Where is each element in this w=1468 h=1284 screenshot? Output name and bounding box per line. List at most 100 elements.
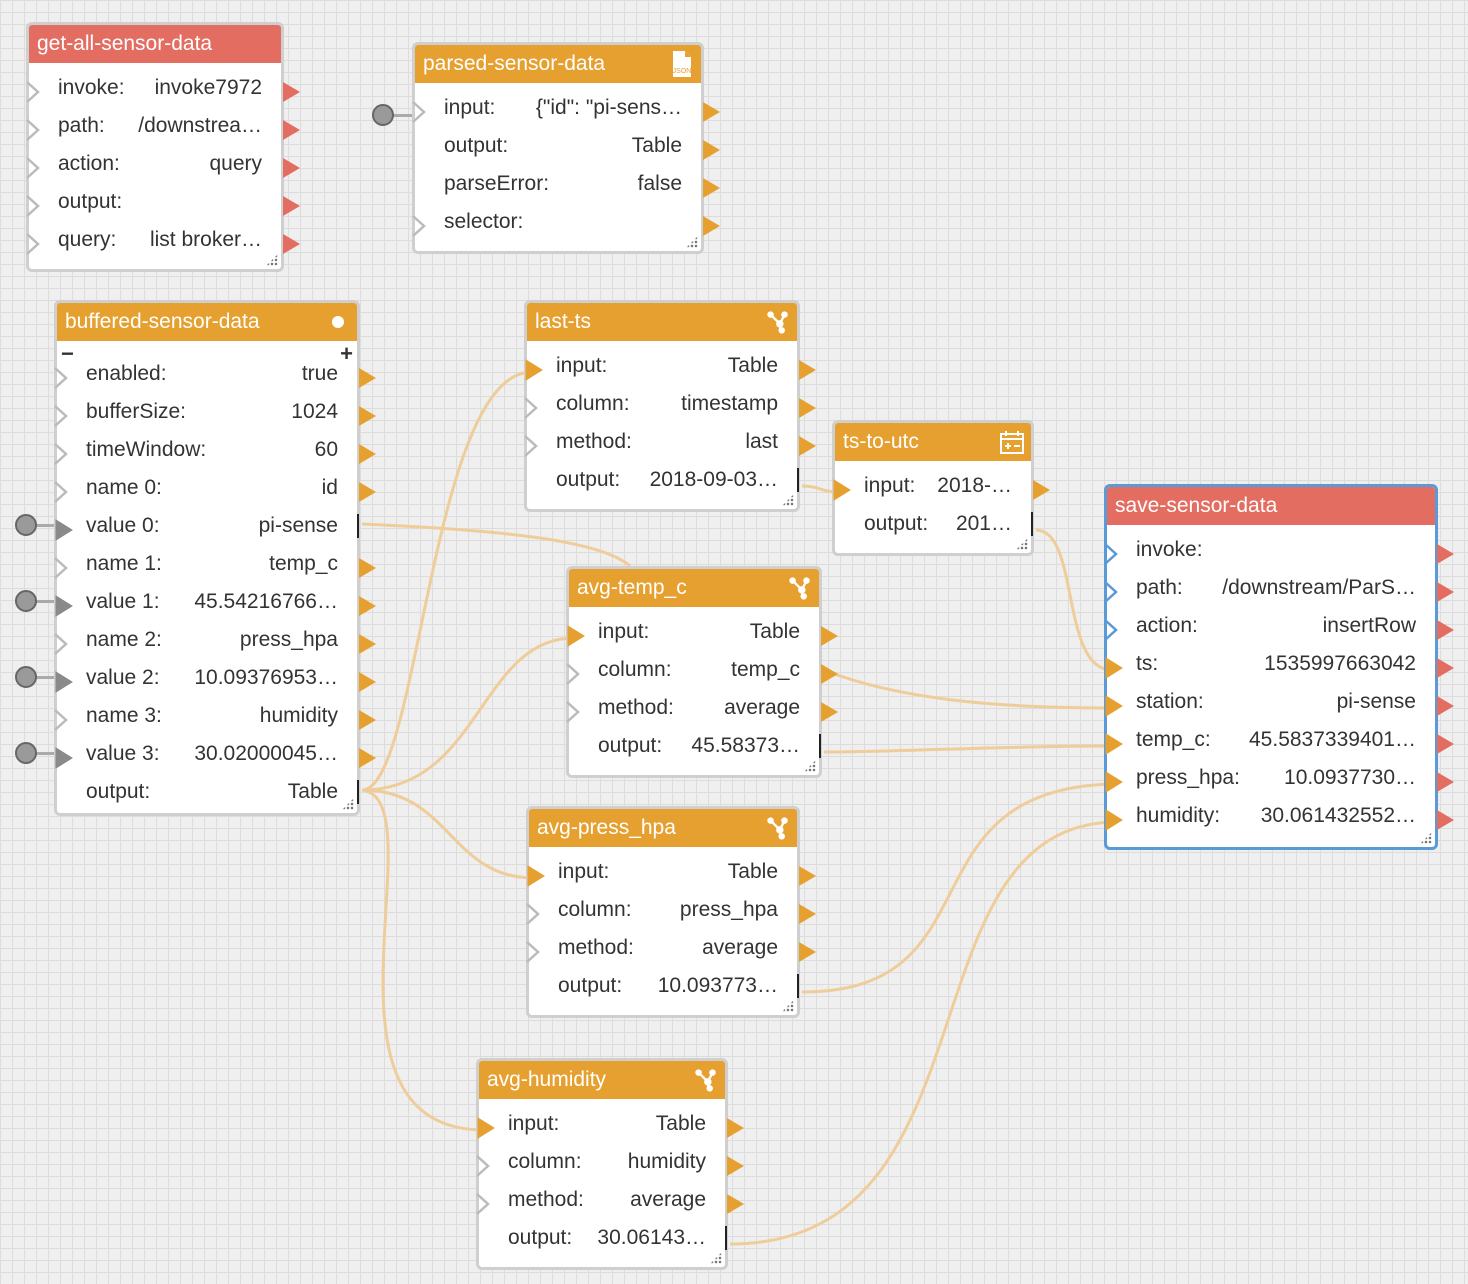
property-value[interactable]: 60 — [314, 438, 338, 461]
node-property-row[interactable]: value 1:45.54216766… — [55, 583, 376, 621]
input-port-icon[interactable] — [53, 478, 75, 503]
output-port-icon[interactable] — [702, 98, 722, 122]
property-value[interactable] — [1207, 531, 1416, 569]
node-property-row[interactable]: press_hpa:10.0937730… — [1105, 759, 1454, 797]
output-port-icon[interactable] — [282, 154, 302, 178]
property-value[interactable]: press_hpa — [679, 898, 778, 921]
property-value[interactable]: 2018-09-03… — [649, 468, 778, 491]
node-title[interactable]: buffered-sensor-data — [57, 303, 357, 341]
output-port-icon[interactable] — [702, 136, 722, 160]
output-port-icon[interactable] — [726, 1114, 746, 1138]
output-port-icon[interactable] — [358, 630, 378, 654]
output-port-bar[interactable] — [797, 974, 799, 998]
property-value[interactable]: 45.58373… — [691, 734, 800, 757]
node-property-row[interactable]: column:press_hpa — [526, 891, 816, 929]
node-property-row[interactable]: bufferSize:1024 — [54, 393, 376, 431]
input-port-icon[interactable] — [25, 116, 47, 141]
output-port-bar[interactable] — [1031, 512, 1033, 536]
property-value[interactable]: average — [724, 696, 800, 719]
node-property-row[interactable]: query:list broker… — [26, 221, 300, 259]
node-property-row[interactable]: method:last — [524, 423, 816, 461]
property-value[interactable]: pi-sense — [258, 514, 338, 537]
input-link-dot[interactable] — [372, 104, 394, 126]
node-property-row[interactable]: output:201… — [835, 505, 1033, 543]
output-port-icon[interactable] — [820, 622, 840, 646]
node-property-row[interactable]: timeWindow:60 — [54, 431, 376, 469]
property-value[interactable]: 1024 — [291, 400, 338, 423]
property-value[interactable]: Table — [655, 1112, 706, 1135]
property-value[interactable]: 2018-… — [937, 474, 1012, 497]
input-port-icon[interactable] — [1103, 578, 1125, 603]
output-port-icon[interactable] — [726, 1152, 746, 1176]
property-value[interactable]: press_hpa — [239, 628, 338, 651]
property-value[interactable]: false — [637, 172, 682, 195]
input-port-icon[interactable] — [475, 1152, 497, 1177]
node-property-row[interactable]: name 1:temp_c — [54, 545, 376, 583]
output-port-icon[interactable] — [358, 668, 378, 692]
output-port-icon[interactable] — [820, 660, 840, 684]
output-port-icon[interactable] — [1436, 768, 1456, 792]
property-value[interactable]: invoke7972 — [154, 76, 262, 99]
node-property-row[interactable]: value 0:pi-sense — [55, 507, 359, 545]
input-link-dot[interactable] — [15, 742, 37, 764]
output-port-icon[interactable] — [798, 862, 818, 886]
input-port-icon[interactable] — [523, 432, 545, 457]
output-port-icon[interactable] — [726, 1190, 746, 1214]
property-value[interactable]: 1535997663042 — [1264, 652, 1416, 675]
input-port-icon[interactable] — [53, 440, 75, 465]
node-save-sensor-data[interactable]: save-sensor-data invoke:path:/downstream… — [1103, 484, 1454, 850]
input-port-icon[interactable] — [25, 192, 47, 217]
input-port-icon[interactable] — [565, 660, 587, 685]
output-port-icon[interactable] — [1436, 540, 1456, 564]
input-port-icon[interactable] — [411, 212, 433, 237]
property-value[interactable]: 30.061432552… — [1260, 804, 1416, 827]
property-value[interactable]: humidity — [259, 704, 338, 727]
node-property-row[interactable]: name 2:press_hpa — [54, 621, 376, 659]
output-port-icon[interactable] — [798, 432, 818, 456]
input-port-icon[interactable] — [53, 364, 75, 389]
input-link-dot[interactable] — [15, 514, 37, 536]
input-port-icon[interactable] — [25, 154, 47, 179]
output-port-icon[interactable] — [1436, 578, 1456, 602]
input-port-icon[interactable] — [1103, 730, 1125, 755]
output-port-icon[interactable] — [1436, 692, 1456, 716]
output-port-icon[interactable] — [798, 394, 818, 418]
output-port-icon[interactable] — [1032, 476, 1052, 500]
property-value[interactable]: humidity — [627, 1150, 706, 1173]
output-port-icon[interactable] — [1436, 730, 1456, 754]
input-port-icon[interactable] — [53, 744, 75, 769]
input-port-icon[interactable] — [53, 630, 75, 655]
input-link-dot[interactable] — [15, 590, 37, 612]
input-port-icon[interactable] — [525, 862, 547, 887]
node-property-row[interactable]: output:30.06143… — [479, 1219, 727, 1257]
property-value[interactable]: Table — [727, 860, 778, 883]
input-port-icon[interactable] — [53, 592, 75, 617]
property-value[interactable]: 10.093773… — [657, 974, 778, 997]
node-title[interactable]: avg-temp_c — [569, 569, 819, 607]
node-property-row[interactable]: column:timestamp — [524, 385, 816, 423]
node-property-row[interactable]: humidity:30.061432552… — [1105, 797, 1454, 835]
node-property-row[interactable]: output:Table — [57, 773, 359, 811]
input-port-icon[interactable] — [1103, 768, 1125, 793]
node-property-row[interactable]: output: — [26, 183, 300, 221]
property-value[interactable]: temp_c — [731, 658, 800, 681]
property-value[interactable]: Table — [749, 620, 800, 643]
node-property-row[interactable]: selector: — [412, 203, 720, 241]
property-value[interactable]: insertRow — [1322, 614, 1416, 637]
input-port-icon[interactable] — [411, 98, 433, 123]
property-value[interactable]: 10.0937730… — [1284, 766, 1416, 789]
node-property-row[interactable]: invoke: — [1104, 531, 1454, 569]
node-property-row[interactable]: column:temp_c — [566, 651, 838, 689]
node-title[interactable]: get-all-sensor-data — [29, 25, 281, 63]
output-port-icon[interactable] — [282, 116, 302, 140]
output-port-bar[interactable] — [357, 514, 359, 538]
property-value[interactable]: 10.09376953… — [194, 666, 338, 689]
output-port-icon[interactable] — [358, 554, 378, 578]
node-parsed-sensor-data[interactable]: parsed-sensor-data JSON input:{"id": "pi… — [411, 42, 720, 254]
remove-row-button[interactable]: − — [61, 341, 74, 366]
input-port-icon[interactable] — [25, 230, 47, 255]
